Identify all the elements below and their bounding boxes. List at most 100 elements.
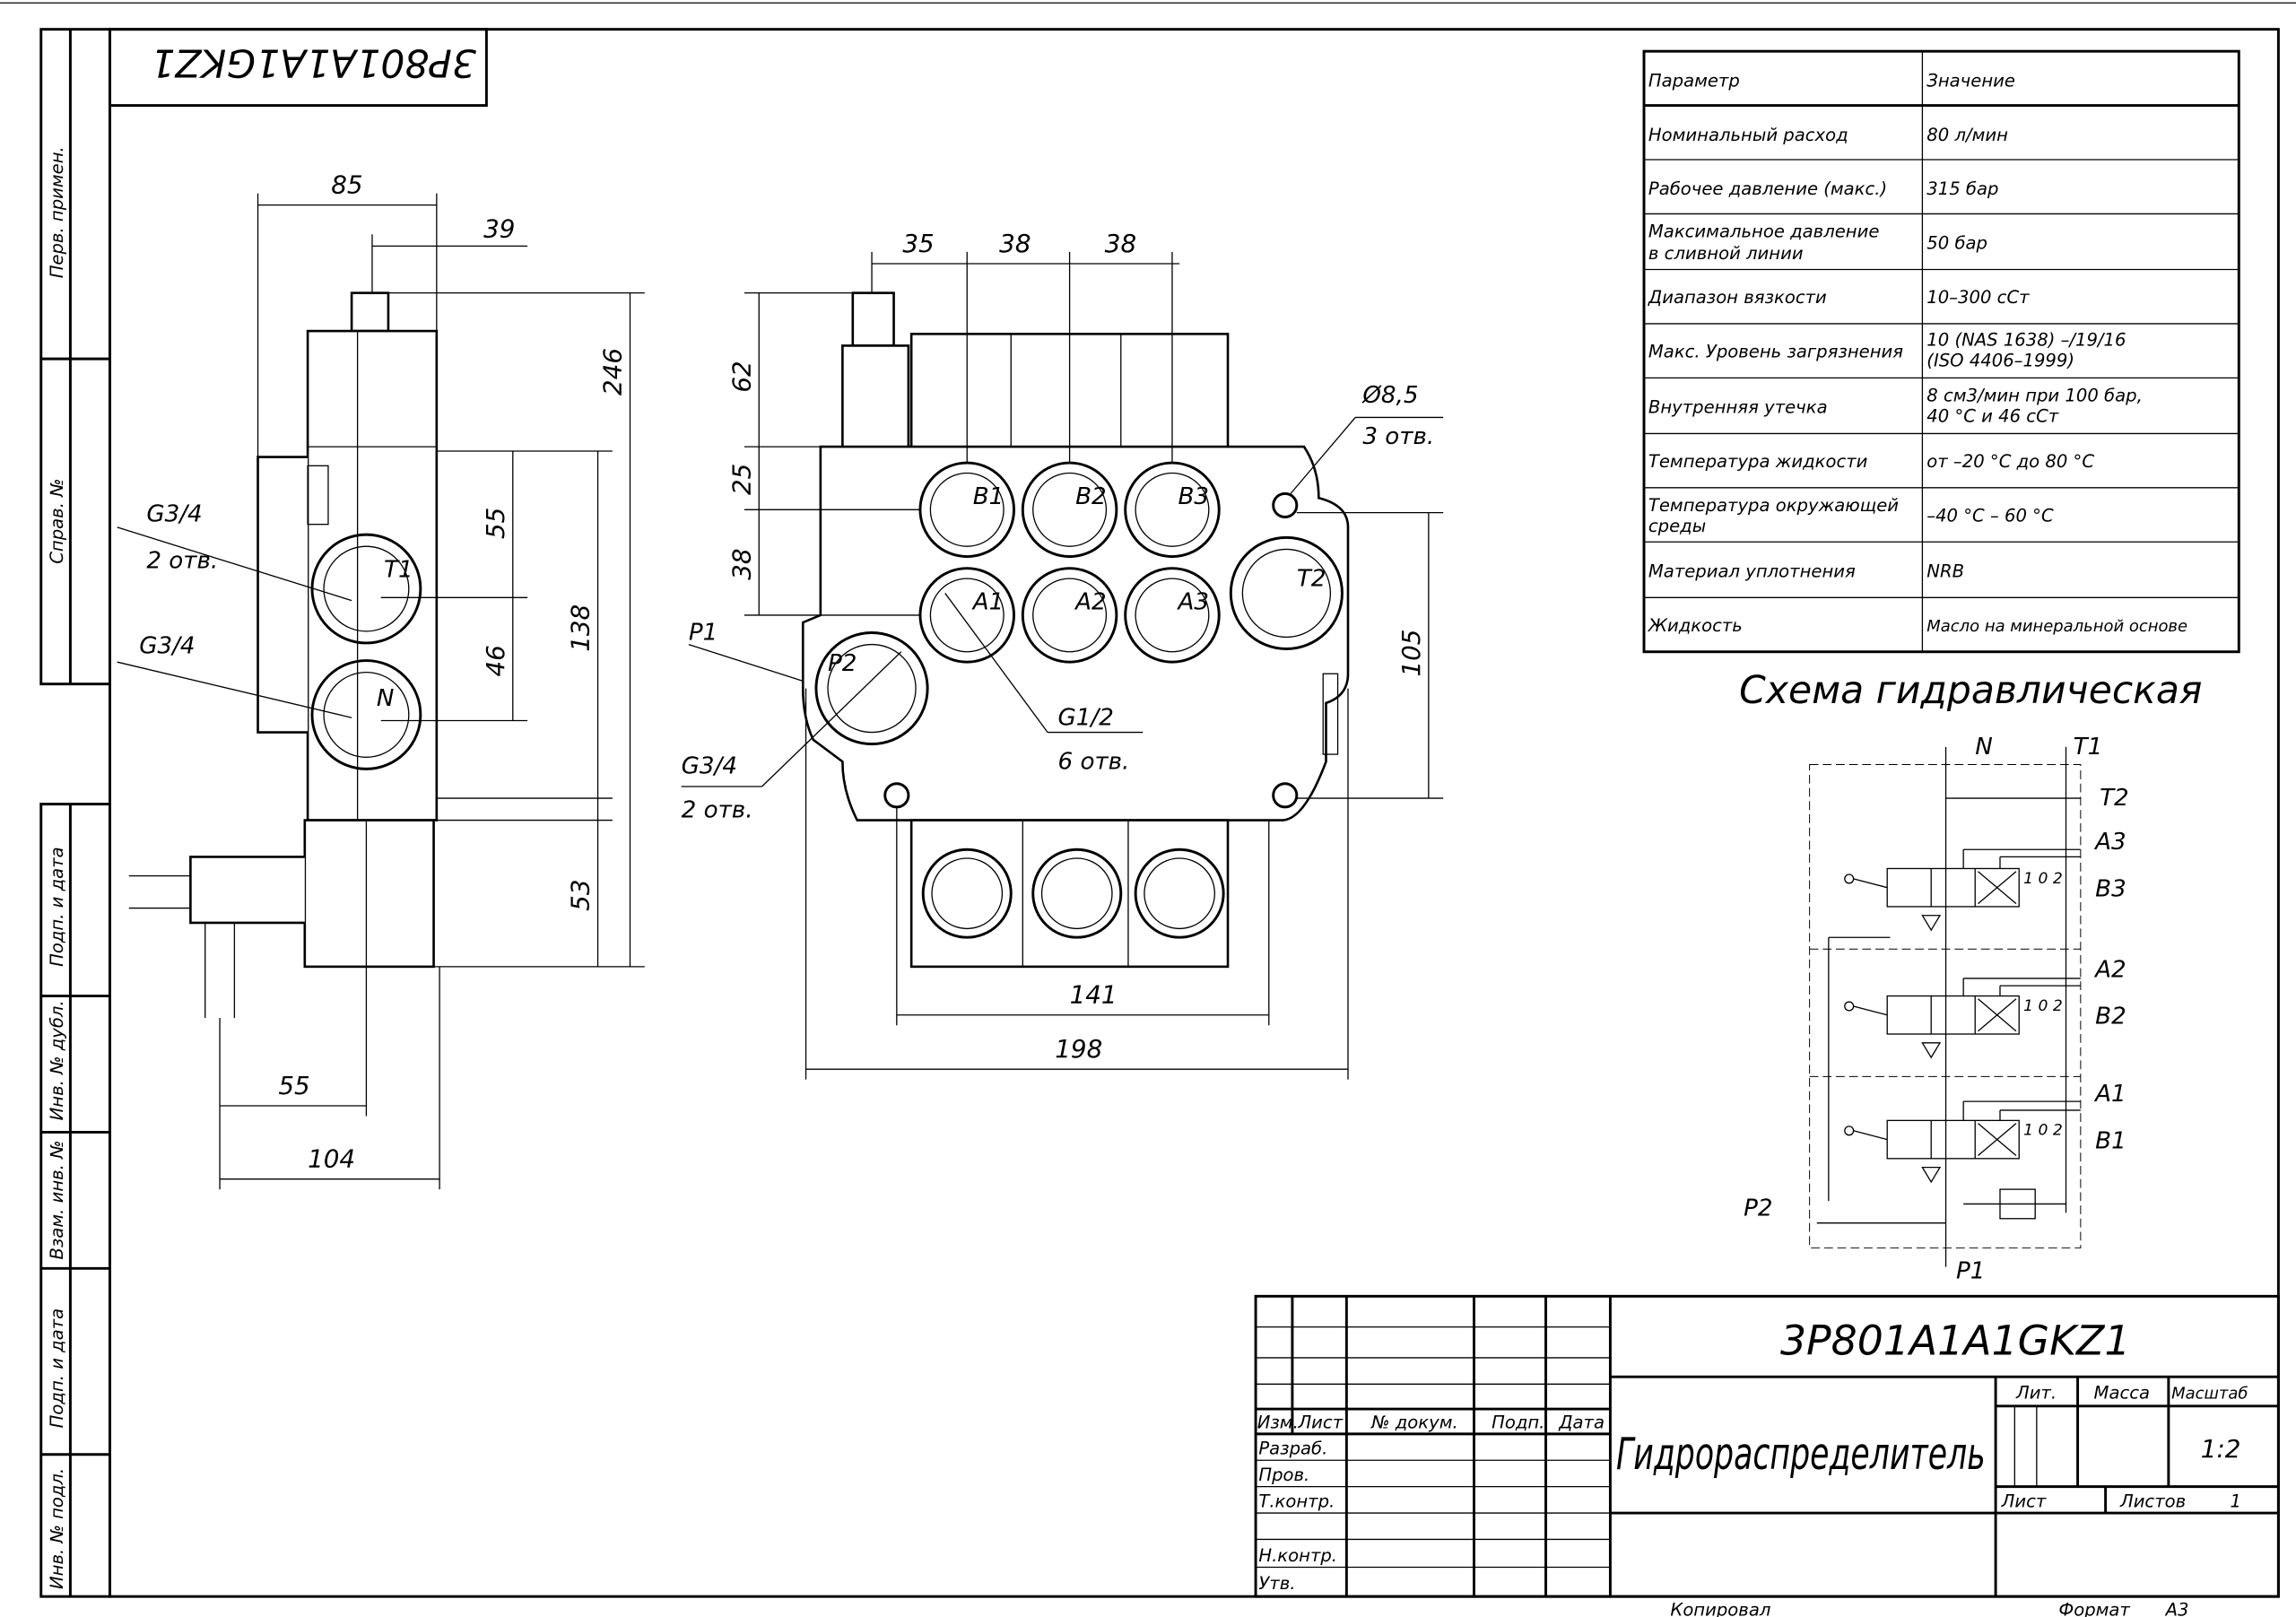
sheet-label: Лист: [2001, 1491, 2047, 1512]
param-label: Жидкость: [1648, 615, 1743, 636]
param-label: в сливной линии: [1648, 243, 1804, 264]
param-value: NRB: [1926, 561, 1964, 581]
valve-positions: 1 0 2: [2023, 1122, 2063, 1140]
strip-perv-primen: Перв. примен.: [47, 146, 67, 278]
role-nkontr: Н.контр.: [1258, 1545, 1337, 1566]
callout-6-holes: 6 отв.: [1058, 748, 1130, 775]
role-razrab: Разраб.: [1258, 1439, 1327, 1459]
sch-label-b3: B3: [2095, 875, 2126, 902]
hydraulic-schematic: Схема гидравлическая 1 0 2 1 0 2: [1739, 669, 2202, 1285]
sch-label-p1: P1: [1956, 1258, 1985, 1285]
strip-sprav: Справ. №: [47, 478, 67, 563]
port-b1: B1: [973, 483, 1004, 510]
dim-55-bottom: 55: [278, 1071, 309, 1100]
strip-vzam-inv: Взам. инв. №: [47, 1140, 67, 1259]
title-block: 3P801A1A1GKZ1 Гидрораспределитель Изм. Л…: [1254, 1294, 2280, 1617]
dim-85: 85: [331, 170, 362, 200]
dim-38-a: 38: [999, 229, 1031, 258]
param-value: (ISO 4406–1999): [1926, 350, 2074, 370]
sch-label-a3: A3: [2093, 829, 2126, 856]
format-label: Формат: [2058, 1599, 2130, 1617]
sch-label-b1: B1: [2095, 1127, 2126, 1154]
dim-104: 104: [308, 1144, 355, 1174]
valve-section: 1 0 2: [1844, 1100, 2081, 1184]
col-list: Лист: [1297, 1412, 1343, 1432]
strip-inv-dubl: Инв. № дубл.: [47, 1000, 67, 1120]
designation: 3P801A1A1GKZ1: [1780, 1317, 2131, 1365]
dim-141: 141: [1070, 980, 1118, 1010]
role-prov: Пров.: [1258, 1465, 1309, 1485]
callout-2-holes: 2 отв.: [146, 548, 218, 575]
dim-105: 105: [1396, 630, 1426, 677]
dim-62: 62: [726, 361, 756, 392]
param-value: от –20 °С до 80 °С: [1926, 451, 2094, 472]
port-t2: T2: [1297, 565, 1326, 592]
port-a1: A1: [971, 588, 1004, 615]
callout-g34-p2: G3/4: [682, 752, 737, 779]
label-p1: P1: [689, 620, 718, 647]
lit-label: Лит.: [2015, 1383, 2057, 1404]
scale-value: 1:2: [2201, 1434, 2241, 1464]
dim-39: 39: [483, 214, 515, 244]
callout-2-holes-p2: 2 отв.: [682, 796, 753, 823]
front-view: 35 38 38 62 25 38 105 141 198 Ø8,5 3 отв…: [682, 229, 1444, 1080]
sch-label-t1: T1: [2074, 734, 2103, 761]
col-doc-no: № докум.: [1370, 1412, 1458, 1432]
dim-53: 53: [566, 880, 596, 911]
param-label: Макс. Уровень загрязнения: [1648, 341, 1903, 361]
role-tkontr: Т.контр.: [1258, 1491, 1335, 1512]
strip-podp-data-2: Подп. и дата: [47, 1308, 67, 1428]
product-name: Гидрораспределитель: [1616, 1429, 1986, 1480]
sch-label-n: N: [1975, 734, 1993, 761]
param-label: среды: [1648, 516, 1706, 536]
param-label: Температура жидкости: [1648, 451, 1868, 472]
dim-35: 35: [902, 229, 934, 258]
stamp-box: 3P801A1A1GKZ1: [109, 28, 488, 108]
schematic-title: Схема гидравлическая: [1739, 669, 2202, 713]
format-value: А3: [2164, 1599, 2189, 1617]
port-n: N: [377, 685, 395, 712]
param-label: Номинальный расход: [1648, 125, 1848, 145]
sch-label-a2: A2: [2093, 956, 2126, 983]
sheets-count: 1: [2230, 1491, 2240, 1512]
parameter-table: Параметр Значение Номинальный расход 80 …: [1642, 49, 2240, 654]
param-label: Внутренняя утечка: [1648, 397, 1828, 418]
param-label: Рабочее давление (макс.): [1648, 178, 1887, 199]
port-p2: P2: [828, 650, 857, 677]
port-a3: A3: [1176, 588, 1209, 615]
col-date: Дата: [1558, 1412, 1605, 1432]
param-value: 315 бар: [1926, 178, 1998, 199]
col-izm: Изм.: [1257, 1412, 1299, 1432]
sheets-label: Листов: [2119, 1491, 2186, 1512]
stamp-code: 3P801A1A1GKZ1: [151, 40, 476, 84]
strip-inv-podl: Инв. № подл.: [47, 1468, 67, 1589]
param-value: 10 (NAS 1638) –/19/16: [1926, 329, 2126, 350]
param-value: 80 л/мин: [1926, 125, 2008, 145]
side-view: 85 39 246 55 46 138 53 55 104 G3/4 2 отв…: [117, 170, 645, 1190]
callout-3-holes: 3 отв.: [1362, 423, 1434, 450]
param-value: 8 см3/мин при 100 бар,: [1926, 385, 2143, 405]
valve-section: 1 0 2: [1844, 978, 2081, 1059]
callout-g12: G1/2: [1058, 704, 1114, 731]
port-b2: B2: [1075, 483, 1107, 510]
col-podp: Подп.: [1492, 1412, 1544, 1432]
callout-g34-n: G3/4: [139, 632, 195, 659]
role-utv: Утв.: [1258, 1573, 1295, 1594]
sch-label-b2: B2: [2095, 1004, 2126, 1030]
valve-positions: 1 0 2: [2023, 997, 2063, 1015]
dim-246: 246: [598, 348, 628, 396]
strip-podp-data-1: Подп. и дата: [47, 847, 67, 966]
dim-198: 198: [1055, 1034, 1102, 1064]
param-label: Максимальное давление: [1648, 222, 1880, 242]
param-value: Масло на минеральной основе: [1926, 617, 2187, 636]
param-label: Температура окружающей: [1648, 495, 1899, 516]
callout-g34: G3/4: [146, 500, 202, 527]
param-value: 10–300 сСт: [1926, 287, 2030, 308]
sch-label-a1: A1: [2093, 1081, 2126, 1108]
port-a2: A2: [1074, 588, 1107, 615]
scale-label: Масштаб: [2171, 1385, 2248, 1404]
valve-section: 1 0 2: [1844, 848, 2081, 932]
param-label: Материал уплотнения: [1648, 561, 1856, 581]
copied-label: Копировал: [1670, 1599, 1770, 1617]
